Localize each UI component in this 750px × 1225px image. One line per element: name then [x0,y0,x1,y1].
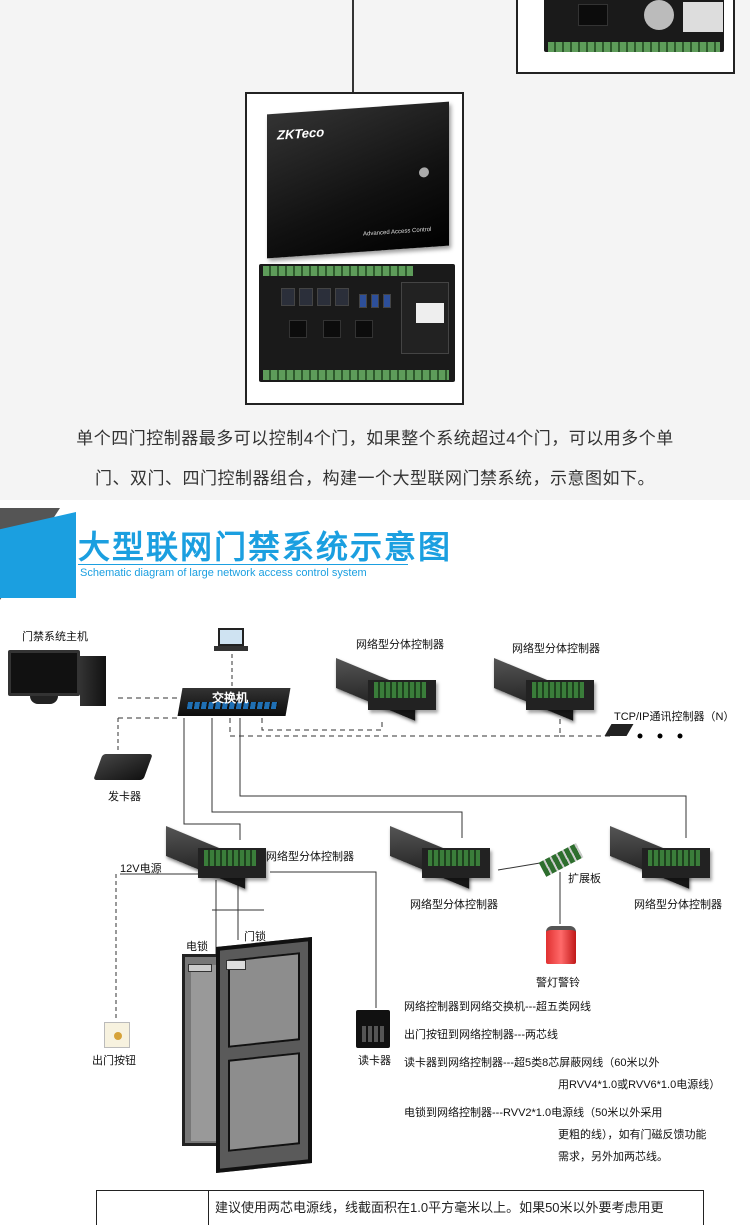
board-photo-top [516,0,735,74]
maglock-icon [188,964,212,972]
door-lock-icon [226,960,246,970]
monitor-stand [30,696,58,704]
note-2: 出门按钮到网络控制器---两芯线 [404,1029,558,1041]
maglock-label: 电锁 [186,941,208,953]
bottom-table: 建议使用两芯电源线，线截面积在1.0平方毫米以上。如果50米以外要考虑用更 [96,1190,704,1225]
description-line-2: 门、双门、四门控制器组合，构建一个大型联网门禁系统，示意图如下。 [95,469,655,488]
expansion-label: 扩展板 [568,873,601,885]
controller-main-label: 网络型分体控制器 [266,851,354,863]
title-underline [78,564,408,565]
reader-label: 读卡器 [358,1055,391,1067]
card-reader-icon [356,1010,390,1048]
note-4: 电锁到网络控制器---RVV2*1.0电源线（50米以外采用 [404,1107,663,1119]
alarm-label: 警灯警铃 [536,977,580,989]
note-3: 读卡器到网络控制器---超5类8芯屏蔽网线（60米以外 [404,1057,660,1069]
power-label: 12V电源 [120,863,162,875]
issuer-label: 发卡器 [108,791,141,803]
controller-top1-label: 网络型分体控制器 [356,639,444,651]
open-door-leaf [216,936,312,1174]
controller-top2-icon [494,658,598,721]
table-cell-left [97,1191,209,1225]
controller-photo: ZKTeco Advanced Access Control [245,92,464,405]
description-line-1: 单个四门控制器最多可以控制4个门，如果整个系统超过4个门，可以用多个单 [76,429,674,448]
note-4-cont: 更粗的线），如有门磁反馈功能 [558,1129,707,1141]
pc-tower-icon [80,656,106,706]
exit-button-icon [104,1022,130,1048]
note-1: 网络控制器到网络交换机---超五类网线 [404,1001,591,1013]
controller-right-label: 网络型分体控制器 [634,899,722,911]
switch-label: 交换机 [212,691,249,705]
controller-top2-label: 网络型分体控制器 [512,643,600,655]
monitor-icon [8,650,80,696]
laptop-base [214,646,248,651]
diagram-subtitle: Schematic diagram of large network acces… [80,567,367,579]
diagram-title: 大型联网门禁系统示意图 [78,529,453,565]
controller-mid-icon [390,826,494,889]
controller-right-icon [610,826,714,889]
circuit-board [259,264,455,382]
controller-top1-icon [336,658,440,721]
exit-button-label: 出门按钮 [92,1055,136,1067]
note-3-cont: 用RVV4*1.0或RVV6*1.0电源线） [558,1079,721,1091]
doorlock-label: 门锁 [244,931,266,943]
alarm-light-icon [546,926,576,964]
tcp-controller-label: TCP/IP通讯控制器（N） [614,711,735,723]
controller-mid-label: 网络型分体控制器 [410,899,498,911]
host-label: 门禁系统主机 [22,631,88,643]
controller-main-icon [166,826,270,889]
connector-line [352,0,354,92]
card-issuer-icon [93,754,153,780]
table-row-1: 建议使用两芯电源线，线截面积在1.0平方毫米以上。如果50米以外要考虑用更 [215,1200,664,1215]
laptop-icon [218,628,244,646]
note-4-cont2: 需求，另外加两芯线。 [558,1151,668,1163]
